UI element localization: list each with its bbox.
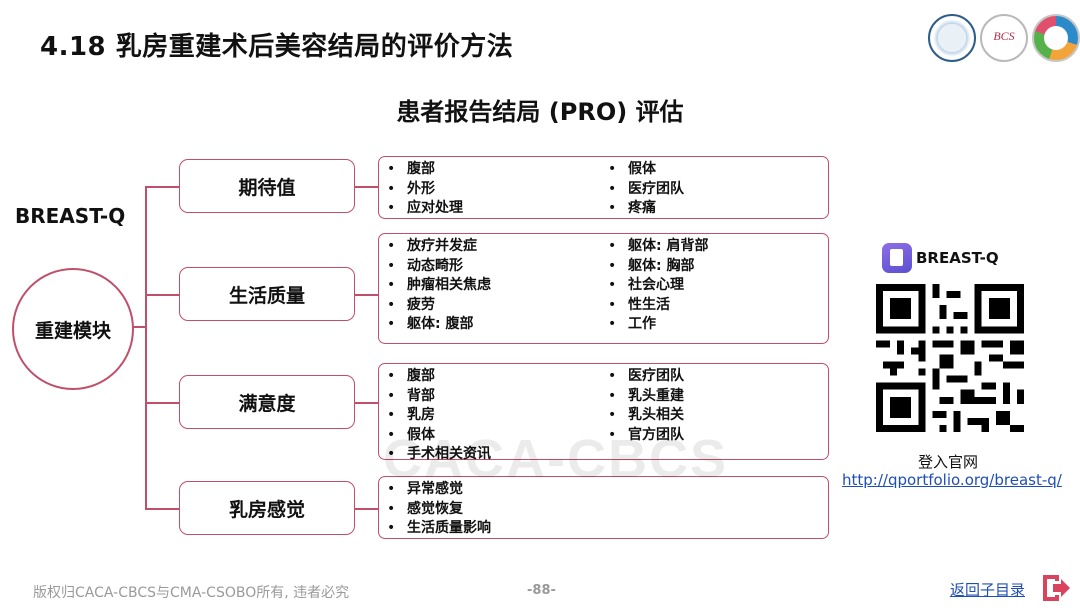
list-item: 外形 <box>387 180 463 200</box>
module-expectations: 期待值 <box>179 159 355 213</box>
root-node: 重建模块 <box>12 268 134 390</box>
bcs-logo: BCS <box>980 14 1028 62</box>
list-item: 腹部 <box>387 160 463 180</box>
qr-header: BREAST-Q <box>882 243 999 273</box>
list-item: 官方团队 <box>608 426 684 446</box>
connector-detail-3 <box>355 402 378 404</box>
list-item: 放疗并发症 <box>387 237 491 257</box>
module-expectations-details: 腹部 外形 应对处理 假体 医疗团队 疼痛 <box>378 156 829 219</box>
connector-detail-1 <box>355 186 378 188</box>
qr-code[interactable] <box>876 284 1024 432</box>
list-item: 假体 <box>608 160 684 180</box>
list-item: 感觉恢复 <box>387 500 491 520</box>
list-item: 动态畸形 <box>387 257 491 277</box>
instrument-label: BREAST-Q <box>15 204 126 228</box>
list-item: 乳头相关 <box>608 406 684 426</box>
caca-logo <box>1032 14 1080 62</box>
connector-trunk <box>145 186 147 509</box>
details-left-column: 腹部 背部 乳房 假体 手术相关资讯 <box>387 367 491 465</box>
list-item: 社会心理 <box>608 276 708 296</box>
details-left-column: 异常感觉 感觉恢复 生活质量影响 <box>387 480 491 539</box>
details-left-column: 腹部 外形 应对处理 <box>387 160 463 219</box>
page-number: -88- <box>527 583 556 598</box>
app-clipboard-icon <box>882 243 912 273</box>
details-left-column: 放疗并发症 动态畸形 肿瘤相关焦虑 疲劳 躯体: 腹部 <box>387 237 491 335</box>
connector-detail-4 <box>355 508 378 510</box>
list-item: 肿瘤相关焦虑 <box>387 276 491 296</box>
back-to-subdirectory-link[interactable]: 返回子目录 <box>950 581 1026 599</box>
list-item: 疲劳 <box>387 296 491 316</box>
connector-branch-1 <box>145 186 179 188</box>
list-item: 疼痛 <box>608 199 684 219</box>
copyright-notice: 版权归CACA-CBCS与CMA-CSOBO所有, 违者必究 <box>33 585 350 601</box>
list-item: 腹部 <box>387 367 491 387</box>
qr-app-label: BREAST-Q <box>916 249 999 267</box>
list-item: 医疗团队 <box>608 180 684 200</box>
society-logo <box>928 14 976 62</box>
list-item: 生活质量影响 <box>387 519 491 539</box>
module-satisfaction-details: 腹部 背部 乳房 假体 手术相关资讯 医疗团队 乳头重建 乳头相关 官方团队 <box>378 363 829 462</box>
list-item: 躯体: 胸部 <box>608 257 708 277</box>
slide-title: 4.18 乳房重建术后美容结局的评价方法 <box>40 32 514 62</box>
exit-arrow-icon[interactable] <box>1039 571 1073 605</box>
list-item: 性生活 <box>608 296 708 316</box>
list-item: 异常感觉 <box>387 480 491 500</box>
list-item: 假体 <box>387 426 491 446</box>
details-right-column: 躯体: 肩背部 躯体: 胸部 社会心理 性生活 工作 <box>608 237 708 335</box>
list-item: 应对处理 <box>387 199 463 219</box>
module-breast-sensation: 乳房感觉 <box>179 481 355 535</box>
qr-caption: 登入官网 <box>918 453 979 471</box>
connector-branch-4 <box>145 508 179 510</box>
list-item: 乳头重建 <box>608 387 684 407</box>
list-item: 躯体: 腹部 <box>387 315 491 335</box>
breast-q-website-link[interactable]: http://qportfolio.org/breast-q/ <box>842 471 1062 489</box>
details-right-column: 假体 医疗团队 疼痛 <box>608 160 684 219</box>
module-breast-sensation-details: 异常感觉 感觉恢复 生活质量影响 <box>378 476 829 539</box>
list-item: 乳房 <box>387 406 491 426</box>
slide-subtitle: 患者报告结局 (PRO) 评估 <box>396 98 684 126</box>
connector-root <box>130 326 146 328</box>
connector-branch-2 <box>145 294 179 296</box>
list-item: 工作 <box>608 315 708 335</box>
module-quality-of-life: 生活质量 <box>179 267 355 321</box>
list-item: 躯体: 肩背部 <box>608 237 708 257</box>
module-quality-of-life-details: 放疗并发症 动态畸形 肿瘤相关焦虑 疲劳 躯体: 腹部 躯体: 肩背部 躯体: … <box>378 233 829 344</box>
details-right-column: 医疗团队 乳头重建 乳头相关 官方团队 <box>608 367 684 445</box>
connector-detail-2 <box>355 294 378 296</box>
list-item: 背部 <box>387 387 491 407</box>
connector-branch-3 <box>145 402 179 404</box>
list-item: 医疗团队 <box>608 367 684 387</box>
list-item: 手术相关资讯 <box>387 445 491 465</box>
bcs-logo-text: BCS <box>993 29 1015 43</box>
module-satisfaction: 满意度 <box>179 375 355 429</box>
